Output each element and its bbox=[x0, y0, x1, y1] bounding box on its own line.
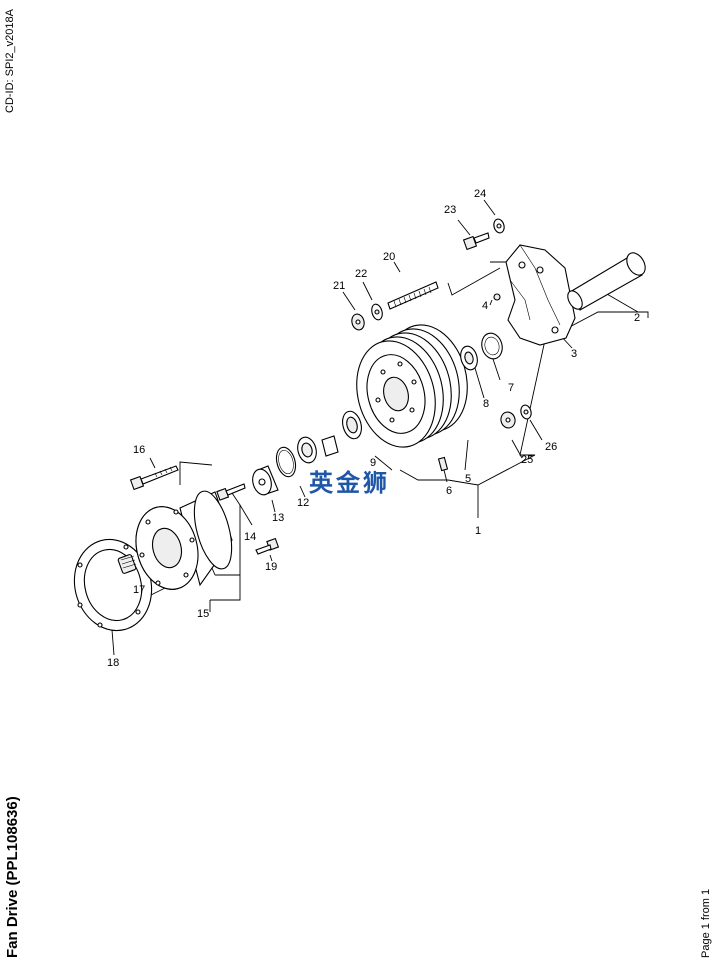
part-22-washer bbox=[371, 303, 383, 321]
callout-21: 21 bbox=[333, 280, 345, 292]
callout-3: 3 bbox=[571, 348, 577, 360]
part-15-hub bbox=[135, 490, 233, 590]
part-4-nipple bbox=[493, 293, 501, 301]
callout-1: 1 bbox=[475, 525, 481, 537]
callout-14: 14 bbox=[244, 531, 256, 543]
part-8-seal bbox=[460, 345, 478, 371]
part-1-pulley bbox=[356, 324, 468, 448]
callout-26: 26 bbox=[545, 441, 557, 453]
part-16-bolt bbox=[129, 465, 179, 491]
callout-20: 20 bbox=[383, 251, 395, 263]
part-14-bolt bbox=[216, 483, 246, 501]
part-13-spacer bbox=[252, 465, 279, 496]
callout-16: 16 bbox=[133, 444, 145, 456]
part-bearings bbox=[297, 410, 362, 464]
part-23-bolt bbox=[462, 232, 490, 251]
callout-7: 7 bbox=[508, 382, 514, 394]
part-24-washer bbox=[493, 218, 505, 234]
callout-13: 13 bbox=[272, 512, 284, 524]
part-26-washer bbox=[520, 404, 532, 420]
callout-8: 8 bbox=[483, 398, 489, 410]
part-12-circlip bbox=[275, 446, 297, 478]
callout-23: 23 bbox=[444, 204, 456, 216]
callout-18: 18 bbox=[107, 657, 119, 669]
callout-17: 17 bbox=[133, 584, 145, 596]
callout-4: 4 bbox=[482, 300, 488, 312]
part-20-stud bbox=[387, 281, 439, 310]
part-3-bracket bbox=[505, 244, 576, 346]
part-21-nut bbox=[351, 313, 365, 331]
callout-22: 22 bbox=[355, 268, 367, 280]
part-2-pin bbox=[567, 252, 646, 311]
callout-labels: 1 2 3 4 5 6 7 8 9 12 13 14 15 16 17 18 1… bbox=[107, 188, 640, 669]
callout-9: 9 bbox=[370, 457, 376, 469]
part-6-grease-nipple bbox=[437, 456, 449, 472]
callout-15: 15 bbox=[197, 608, 209, 620]
part-17-plug bbox=[117, 554, 137, 574]
callout-6: 6 bbox=[446, 485, 452, 497]
callout-5: 5 bbox=[465, 473, 471, 485]
watermark-text: 英金狮 bbox=[309, 469, 390, 497]
callout-2: 2 bbox=[634, 312, 640, 324]
callout-25: 25 bbox=[521, 454, 533, 466]
callout-24: 24 bbox=[474, 188, 486, 200]
part-7-seal bbox=[481, 332, 503, 360]
part-25-nut bbox=[500, 411, 516, 429]
callout-12: 12 bbox=[297, 497, 309, 509]
callout-19: 19 bbox=[265, 561, 277, 573]
part-19-bolt bbox=[255, 537, 280, 555]
